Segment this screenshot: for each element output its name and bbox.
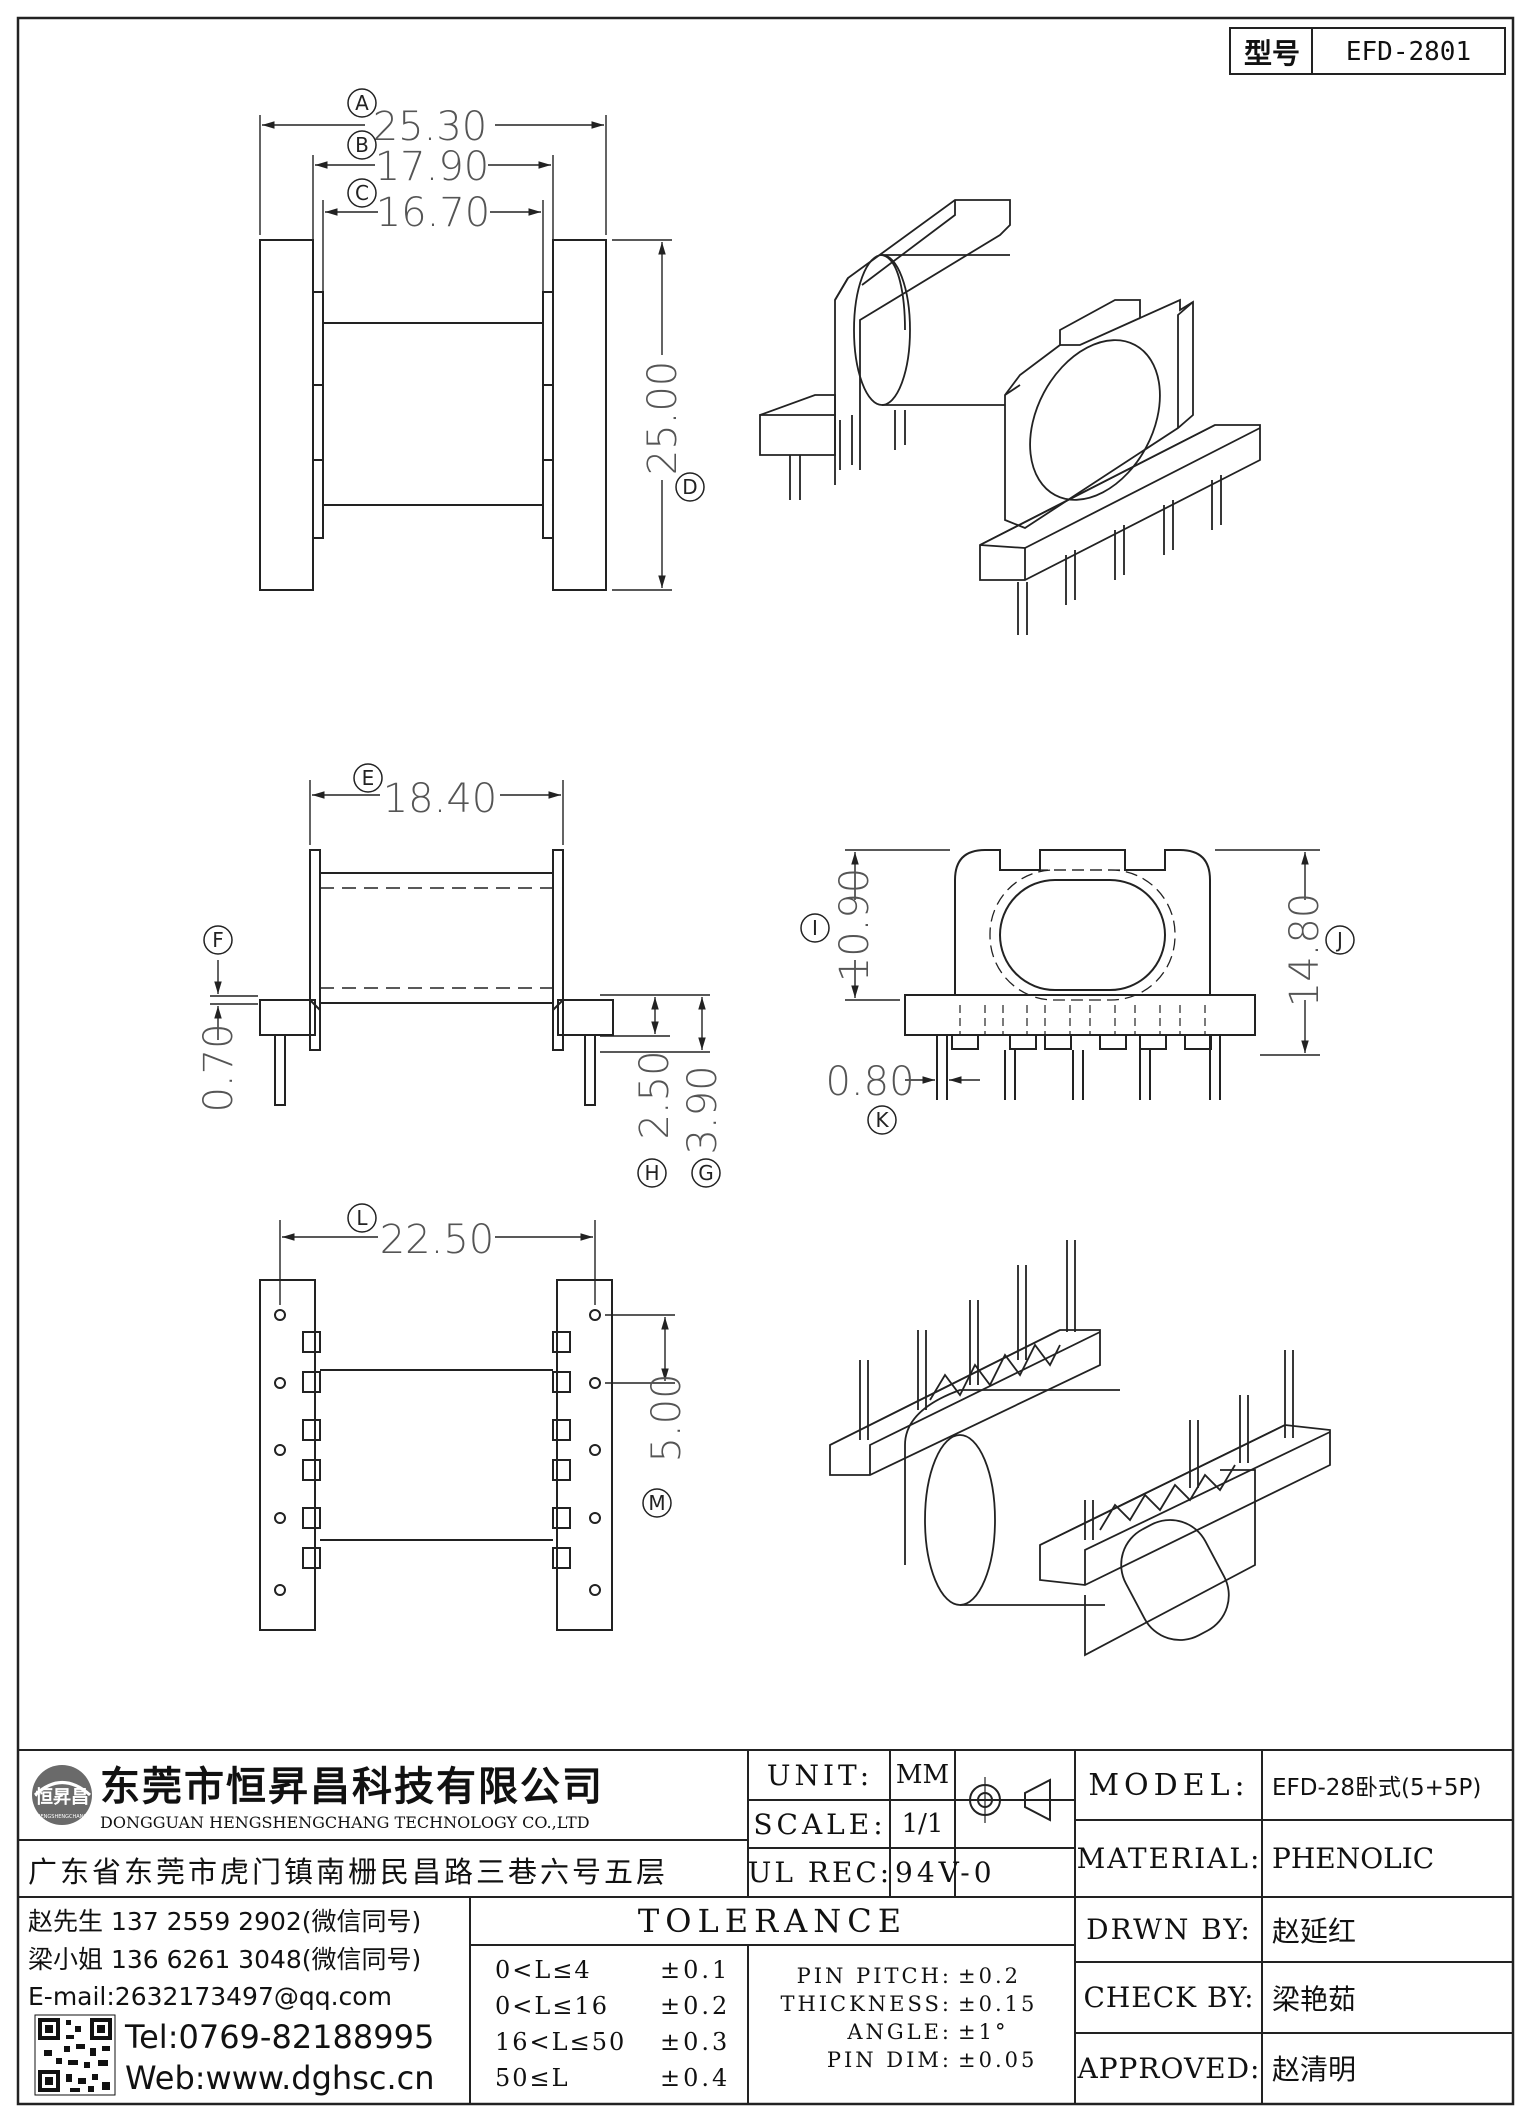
callout-k: K bbox=[867, 1105, 897, 1135]
front-view bbox=[210, 780, 710, 1106]
svg-text:H: H bbox=[644, 1161, 659, 1185]
svg-text:J: J bbox=[1335, 928, 1343, 952]
dim-b-value: 17.90 bbox=[375, 144, 490, 190]
svg-text:HENGSHENGCHANG: HENGSHENGCHANG bbox=[37, 1814, 88, 1820]
dim-d-value: 25.00 bbox=[640, 361, 686, 476]
qr-code bbox=[34, 2014, 116, 2096]
callout-h: H bbox=[637, 1158, 667, 1188]
svg-text:F: F bbox=[212, 928, 224, 952]
iso-view-bottom bbox=[829, 1240, 1331, 1657]
dim-i-value: 10.90 bbox=[832, 868, 878, 983]
callout-i: I bbox=[800, 913, 830, 943]
svg-text:C: C bbox=[355, 181, 369, 205]
callout-d: D bbox=[675, 472, 705, 502]
part-number-box bbox=[1229, 27, 1506, 75]
top-view bbox=[259, 115, 672, 591]
callout-b: B bbox=[347, 130, 377, 160]
callout-c: C bbox=[347, 178, 377, 208]
dim-g-value: 3.90 bbox=[680, 1065, 726, 1154]
callout-l: L bbox=[347, 1203, 377, 1233]
svg-text:恒昇昌: 恒昇昌 bbox=[35, 1786, 89, 1808]
callout-g: G bbox=[691, 1158, 721, 1188]
bottom-view bbox=[259, 1220, 675, 1631]
svg-text:M: M bbox=[648, 1491, 665, 1515]
callout-e: E bbox=[353, 763, 383, 793]
svg-text:L: L bbox=[356, 1206, 368, 1230]
callout-a: A bbox=[347, 88, 377, 118]
sheet-border bbox=[16, 16, 1515, 2106]
callout-m: M bbox=[642, 1488, 672, 1518]
iso-view-top bbox=[759, 199, 1261, 635]
dim-e-value: 18.40 bbox=[383, 776, 498, 822]
side-view bbox=[845, 849, 1320, 1100]
svg-text:I: I bbox=[812, 916, 818, 940]
dim-j-value: 14.80 bbox=[1282, 893, 1328, 1008]
callout-f: F bbox=[203, 925, 233, 955]
title-block bbox=[18, 1749, 1513, 2104]
dim-a-value: 25.30 bbox=[373, 104, 488, 150]
dim-c-value: 16.70 bbox=[376, 190, 491, 236]
svg-text:G: G bbox=[698, 1161, 714, 1185]
dim-l-value: 22.50 bbox=[380, 1217, 495, 1263]
svg-text:D: D bbox=[682, 475, 697, 499]
svg-text:B: B bbox=[355, 133, 369, 157]
callout-j: J bbox=[1325, 925, 1355, 955]
dim-f-value: 0.70 bbox=[196, 1023, 242, 1112]
dim-k-value: 0.80 bbox=[825, 1059, 914, 1105]
dim-h-value: 2.50 bbox=[632, 1050, 678, 1139]
svg-text:A: A bbox=[355, 91, 369, 115]
svg-text:K: K bbox=[875, 1108, 889, 1132]
svg-text:E: E bbox=[362, 766, 375, 790]
company-logo: 恒昇昌 HENGSHENGCHANG bbox=[32, 1765, 92, 1825]
dim-m-value: 5.00 bbox=[644, 1373, 690, 1462]
